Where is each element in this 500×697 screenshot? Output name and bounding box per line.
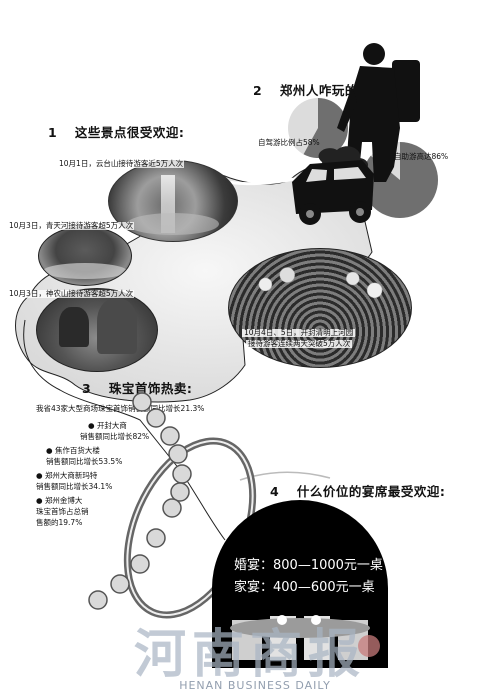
section4-heading: 4 什么价位的宴席最受欢迎: [270, 481, 445, 500]
stat-item-jiaozuo: ● 焦作百货大楼 销售额同比增长53.5% [46, 446, 123, 466]
watermark-seal [358, 635, 380, 657]
ring-stone [88, 590, 108, 610]
section4-number: 4 [270, 484, 280, 499]
caption-qingming-line1: 10月4日、5日，开封清明上河园 [242, 328, 356, 338]
pie-self-drive [288, 98, 348, 159]
ring-stones [88, 392, 192, 610]
ring-stone [160, 426, 180, 446]
photo-shennongshan [36, 288, 158, 372]
caption-shennongshan: 10月3日，神农山接待游客超5万人次 [8, 289, 135, 299]
stat-name: 开封大商 [96, 421, 127, 430]
stat-item-zhengzhou-jinboda: ● 郑州金博大 珠宝首饰占总销 售额的19.7% [36, 496, 89, 527]
stat-name: 郑州大商新玛特 [44, 471, 98, 480]
stat-item-kaifeng: ● 开封大商 销售额同比增长82% [80, 421, 150, 441]
ring-stone [162, 498, 182, 518]
section2-number: 2 [253, 83, 263, 98]
ring-stone [168, 444, 188, 464]
pie-self-drive-label: 自驾游比例占58% [258, 138, 320, 147]
section2-title: 郑州人咋玩的: [279, 83, 364, 98]
section3-title: 珠宝首饰热卖: [108, 381, 193, 396]
section1-number: 1 [48, 125, 58, 140]
stat-item-zhengzhou-xinmate: ● 郑州大商新玛特 销售额同比增长34.1% [36, 471, 113, 491]
caption-yuntaishan: 10月1日，云台山接待游客近5万人次 [58, 159, 185, 169]
ring-stone [146, 408, 166, 428]
banquet-price-family: 家宴：400—600元一桌 [234, 580, 375, 595]
ring-stone [170, 482, 190, 502]
watermark-chinese: 河南商报 [133, 624, 366, 685]
ring-stone [146, 528, 166, 548]
pie-self-help-label: 自助游高达86% [394, 152, 449, 161]
photo-qingtianhe [38, 226, 132, 286]
ring-stone [110, 574, 130, 594]
watermark-english: HENAN BUSINESS DAILY [179, 679, 331, 692]
section3-number: 3 [82, 381, 92, 396]
section4-title: 什么价位的宴席最受欢迎: [296, 484, 446, 499]
traveler-silhouette-illustration [292, 43, 420, 225]
section3-intro: 我省43家大型商场珠宝首饰销售额同比增长21.3% [36, 404, 205, 413]
photo-qingming-crowd [228, 248, 412, 368]
stat-name: 焦作百货大楼 [54, 446, 100, 455]
stat-name: 郑州金博大 [44, 496, 83, 505]
banquet-price-wedding: 婚宴：800—1000元一桌 [234, 558, 383, 573]
jewelry-stats-list: ● 开封大商 销售额同比增长82% ● 焦作百货大楼 销售额同比增长53.5% … [36, 420, 176, 528]
pie-slice [361, 142, 439, 218]
section3-heading: 3 珠宝首饰热卖: [82, 378, 192, 397]
section1-title: 这些景点很受欢迎: [74, 125, 185, 140]
section1-heading: 1 这些景点很受欢迎: [48, 122, 184, 141]
caption-qingming-line2: 接待游客连续两天突破5万人次 [246, 339, 353, 349]
caption-qingtianhe: 10月3日，青天河接待游客超5万人次 [8, 221, 135, 231]
pie-slice [303, 98, 348, 159]
section2-heading: 2 郑州人咋玩的: [253, 80, 363, 99]
ring-stone [130, 554, 150, 574]
ring-stone [132, 392, 152, 412]
